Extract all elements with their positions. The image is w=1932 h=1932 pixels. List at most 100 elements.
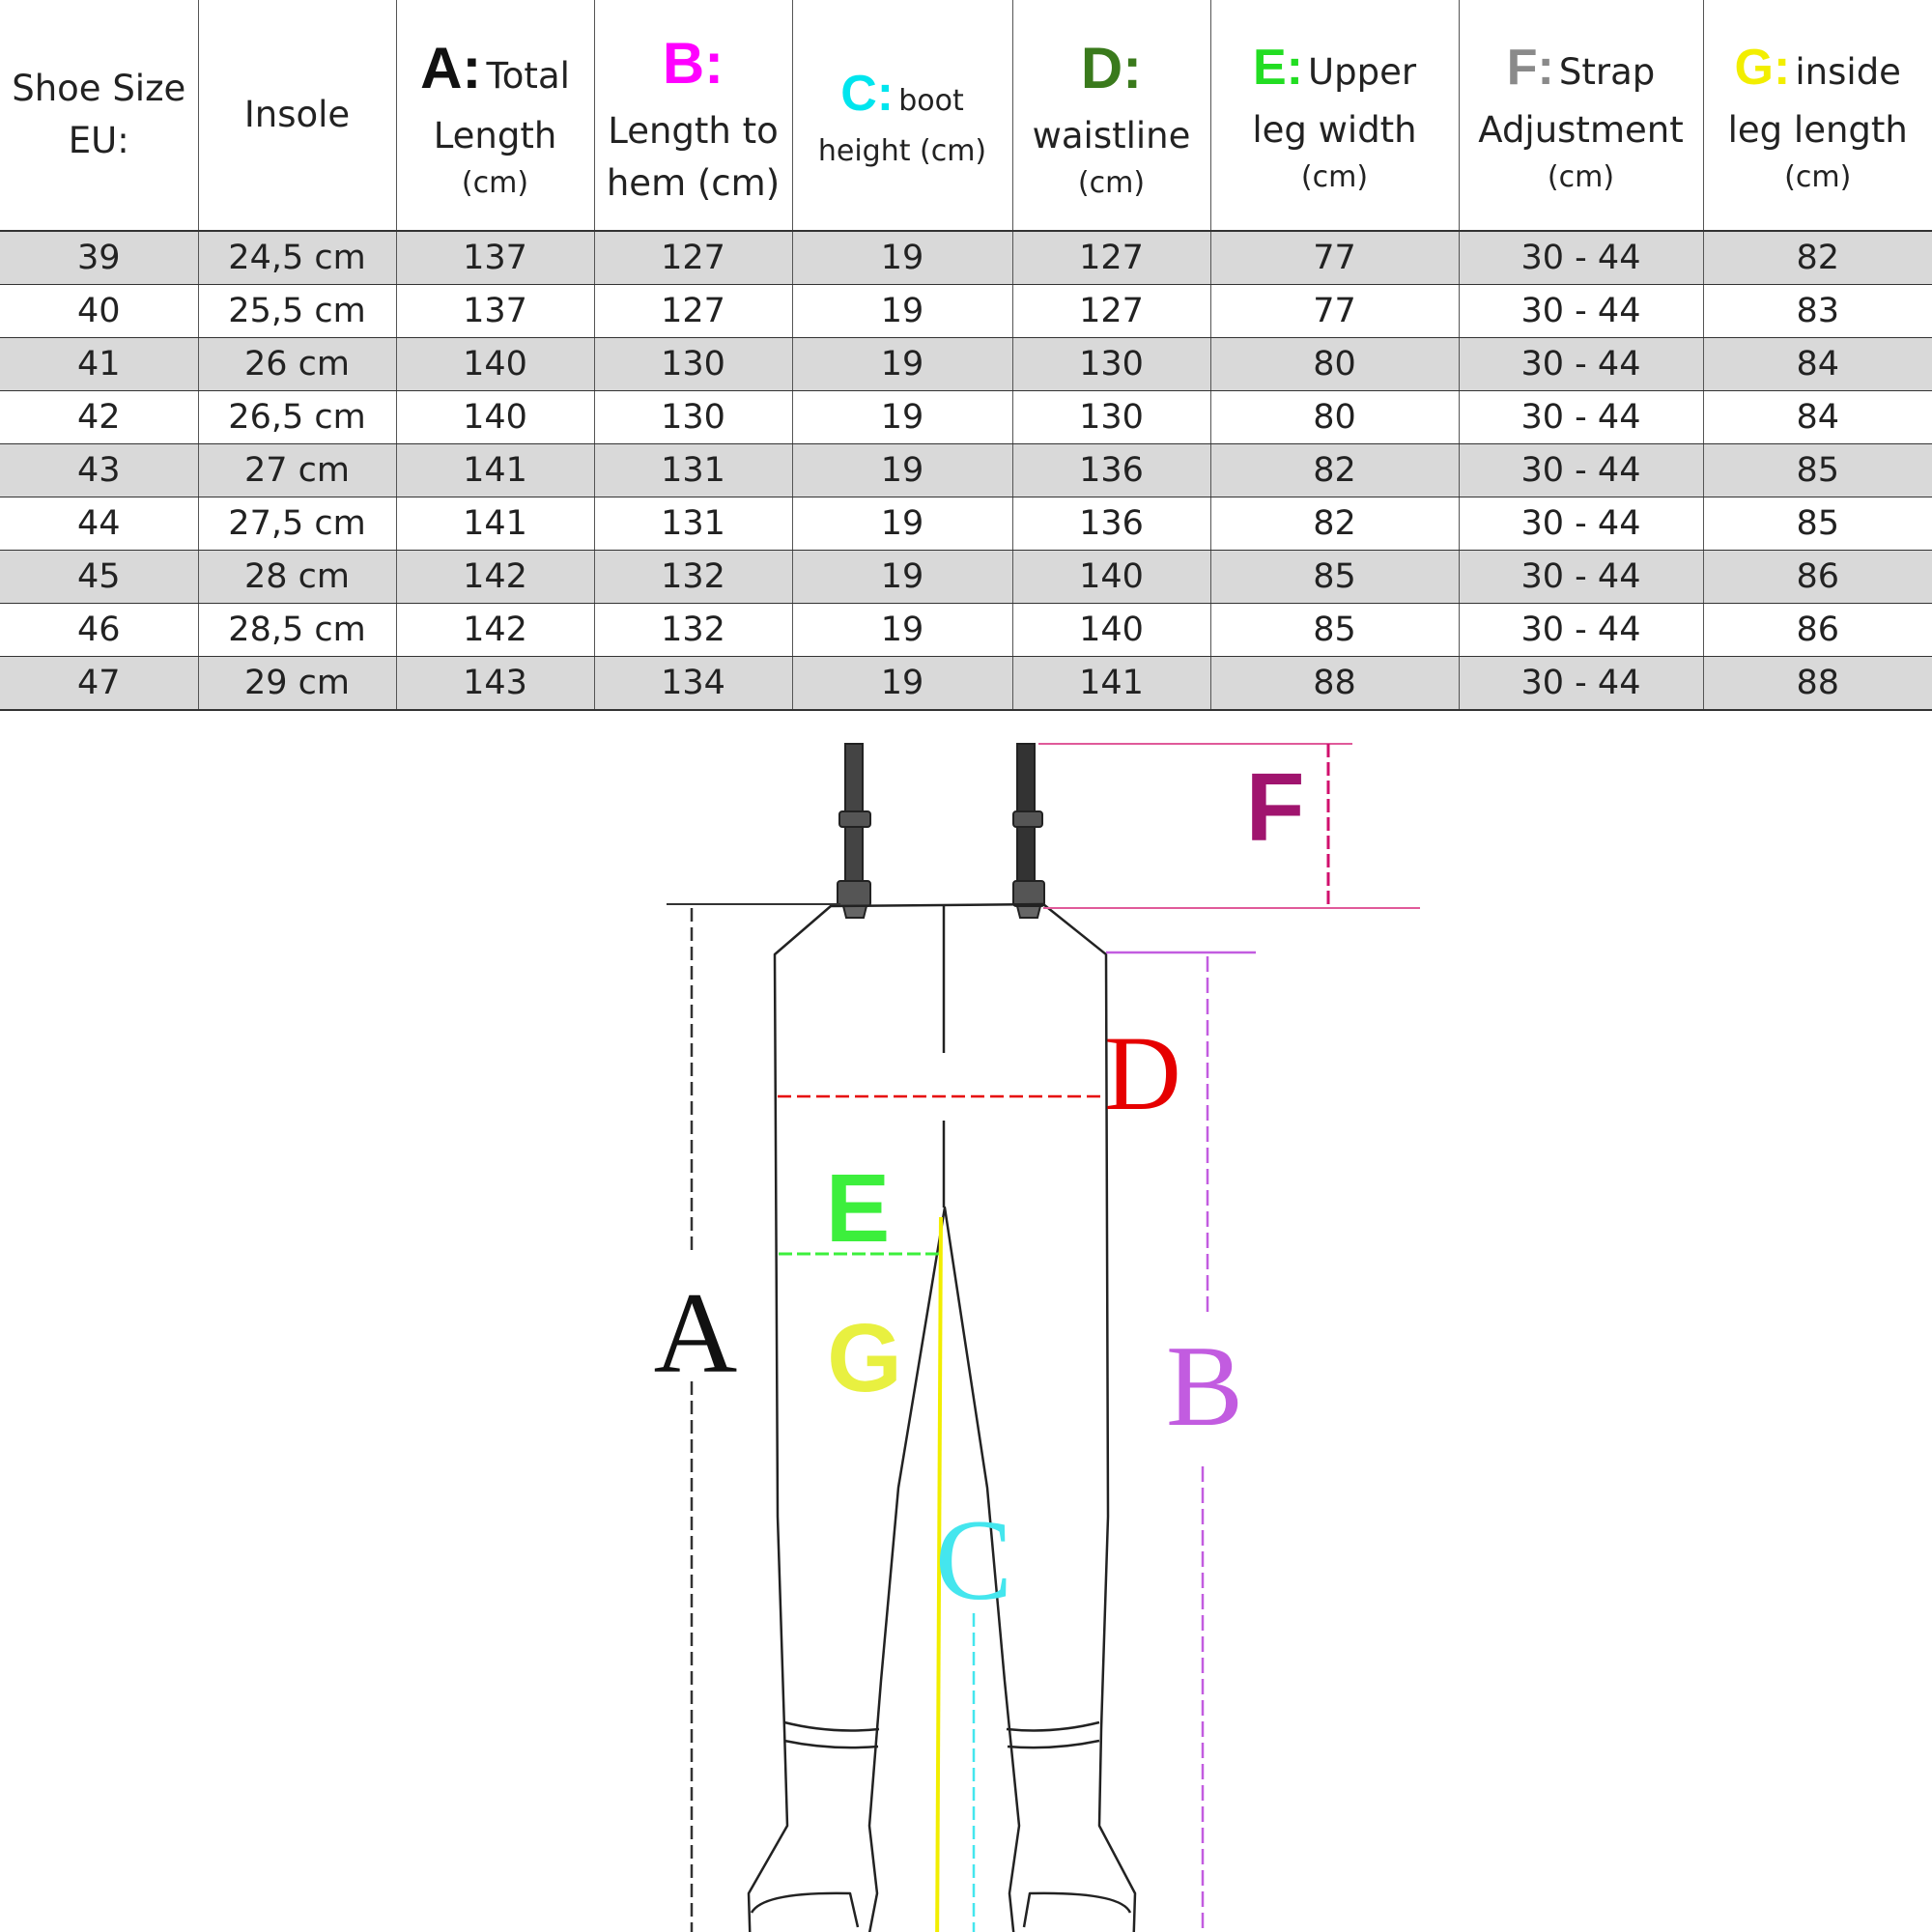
table-cell: 130 xyxy=(594,390,793,444)
table-cell: 44 xyxy=(0,497,199,551)
table-cell: 127 xyxy=(1012,231,1211,285)
table-cell: 140 xyxy=(396,337,595,391)
wader-diagram: A B F D E G C xyxy=(654,743,1420,1932)
measure-d: D xyxy=(778,1014,1181,1132)
table-cell: 141 xyxy=(396,497,595,551)
table-cell: 137 xyxy=(396,284,595,338)
table-cell: 19 xyxy=(792,497,1013,551)
table-cell: 83 xyxy=(1703,284,1932,338)
table-cell: 25,5 cm xyxy=(198,284,397,338)
measure-f: F xyxy=(1038,743,1420,909)
header-letter-a: A: xyxy=(420,35,482,100)
table-cell: 28 cm xyxy=(198,550,397,604)
table-cell: 141 xyxy=(396,443,595,497)
header-text: Shoe Size xyxy=(12,68,186,110)
table-cell: 132 xyxy=(594,550,793,604)
header-text: leg length xyxy=(1727,109,1908,152)
table-cell: 40 xyxy=(0,284,199,338)
table-cell: 127 xyxy=(1012,284,1211,338)
table-cell: 19 xyxy=(792,443,1013,497)
header-text: leg width xyxy=(1252,109,1417,152)
label-d: D xyxy=(1104,1014,1180,1132)
header-text: hem (cm) xyxy=(606,161,781,204)
label-c: C xyxy=(935,1495,1012,1624)
table-cell: 140 xyxy=(1012,550,1211,604)
label-e: E xyxy=(826,1154,891,1263)
table-cell: 30 - 44 xyxy=(1459,337,1704,391)
table-cell: 30 - 44 xyxy=(1459,390,1704,444)
table-cell: 30 - 44 xyxy=(1459,443,1704,497)
header-unit: (cm) xyxy=(1077,165,1146,200)
measure-b: B xyxy=(1106,951,1256,1932)
table-cell: 84 xyxy=(1703,337,1932,391)
table-cell: 19 xyxy=(792,656,1013,711)
table-cell: 136 xyxy=(1012,443,1211,497)
header-inside-leg-length: G: inside leg length (cm) xyxy=(1703,0,1932,232)
header-text: Length xyxy=(433,114,557,156)
measure-a: A xyxy=(654,903,840,1932)
header-boot-height: C: boot height (cm) xyxy=(792,0,1013,232)
header-letter-e: E: xyxy=(1252,39,1303,96)
table-cell: 130 xyxy=(1012,337,1211,391)
size-chart-table: Shoe Size EU: Insole A: Total Length (cm… xyxy=(0,0,1932,711)
table-cell: 30 - 44 xyxy=(1459,656,1704,711)
table-cell: 88 xyxy=(1210,656,1460,711)
table-cell: 30 - 44 xyxy=(1459,497,1704,551)
table-cell: 19 xyxy=(792,603,1013,657)
table-cell: 29 cm xyxy=(198,656,397,711)
table-cell: 46 xyxy=(0,603,199,657)
header-text: inside xyxy=(1795,50,1901,93)
header-text: Total xyxy=(486,54,570,97)
table-cell: 85 xyxy=(1703,497,1932,551)
header-text: boot xyxy=(898,83,964,118)
header-unit: (cm) xyxy=(461,165,529,200)
label-a: A xyxy=(654,1268,738,1397)
table-cell: 142 xyxy=(396,550,595,604)
table-cell: 85 xyxy=(1210,603,1460,657)
table-cell: 82 xyxy=(1210,497,1460,551)
header-text: Insole xyxy=(243,94,351,136)
header-total-length: A: Total Length (cm) xyxy=(396,0,595,232)
table-cell: 86 xyxy=(1703,603,1932,657)
header-text: Upper xyxy=(1308,50,1417,93)
header-length-to-hem: B: Length to hem (cm) xyxy=(594,0,793,232)
header-letter-d: D: xyxy=(1080,35,1143,100)
strap-right xyxy=(1012,743,1045,919)
header-insole: Insole xyxy=(198,0,397,232)
table-cell: 82 xyxy=(1210,443,1460,497)
table-cell: 30 - 44 xyxy=(1459,284,1704,338)
header-upper-leg-width: E: Upper leg width (cm) xyxy=(1210,0,1460,232)
table-cell: 127 xyxy=(594,231,793,285)
table-cell: 30 - 44 xyxy=(1459,550,1704,604)
measure-e: E xyxy=(779,1154,939,1263)
wader-outline xyxy=(747,902,1137,1932)
header-waistline: D: waistline (cm) xyxy=(1012,0,1211,232)
table-cell: 140 xyxy=(396,390,595,444)
table-cell: 131 xyxy=(594,443,793,497)
table-cell: 19 xyxy=(792,337,1013,391)
table-cell: 41 xyxy=(0,337,199,391)
label-b: B xyxy=(1166,1321,1243,1450)
table-cell: 30 - 44 xyxy=(1459,231,1704,285)
header-text: Strap xyxy=(1558,50,1656,93)
table-cell: 27,5 cm xyxy=(198,497,397,551)
table-header-row: Shoe Size EU: Insole A: Total Length (cm… xyxy=(0,0,1932,232)
table-cell: 130 xyxy=(594,337,793,391)
header-text: height (cm) xyxy=(817,133,987,168)
table-cell: 19 xyxy=(792,284,1013,338)
header-letter-f: F: xyxy=(1506,39,1554,96)
table-cell: 130 xyxy=(1012,390,1211,444)
table-cell: 137 xyxy=(396,231,595,285)
header-text: waistline xyxy=(1032,114,1191,156)
header-text: Adjustment xyxy=(1478,109,1684,152)
table-cell: 84 xyxy=(1703,390,1932,444)
table-cell: 47 xyxy=(0,656,199,711)
table-cell: 80 xyxy=(1210,337,1460,391)
table-cell: 24,5 cm xyxy=(198,231,397,285)
table-cell: 77 xyxy=(1210,284,1460,338)
